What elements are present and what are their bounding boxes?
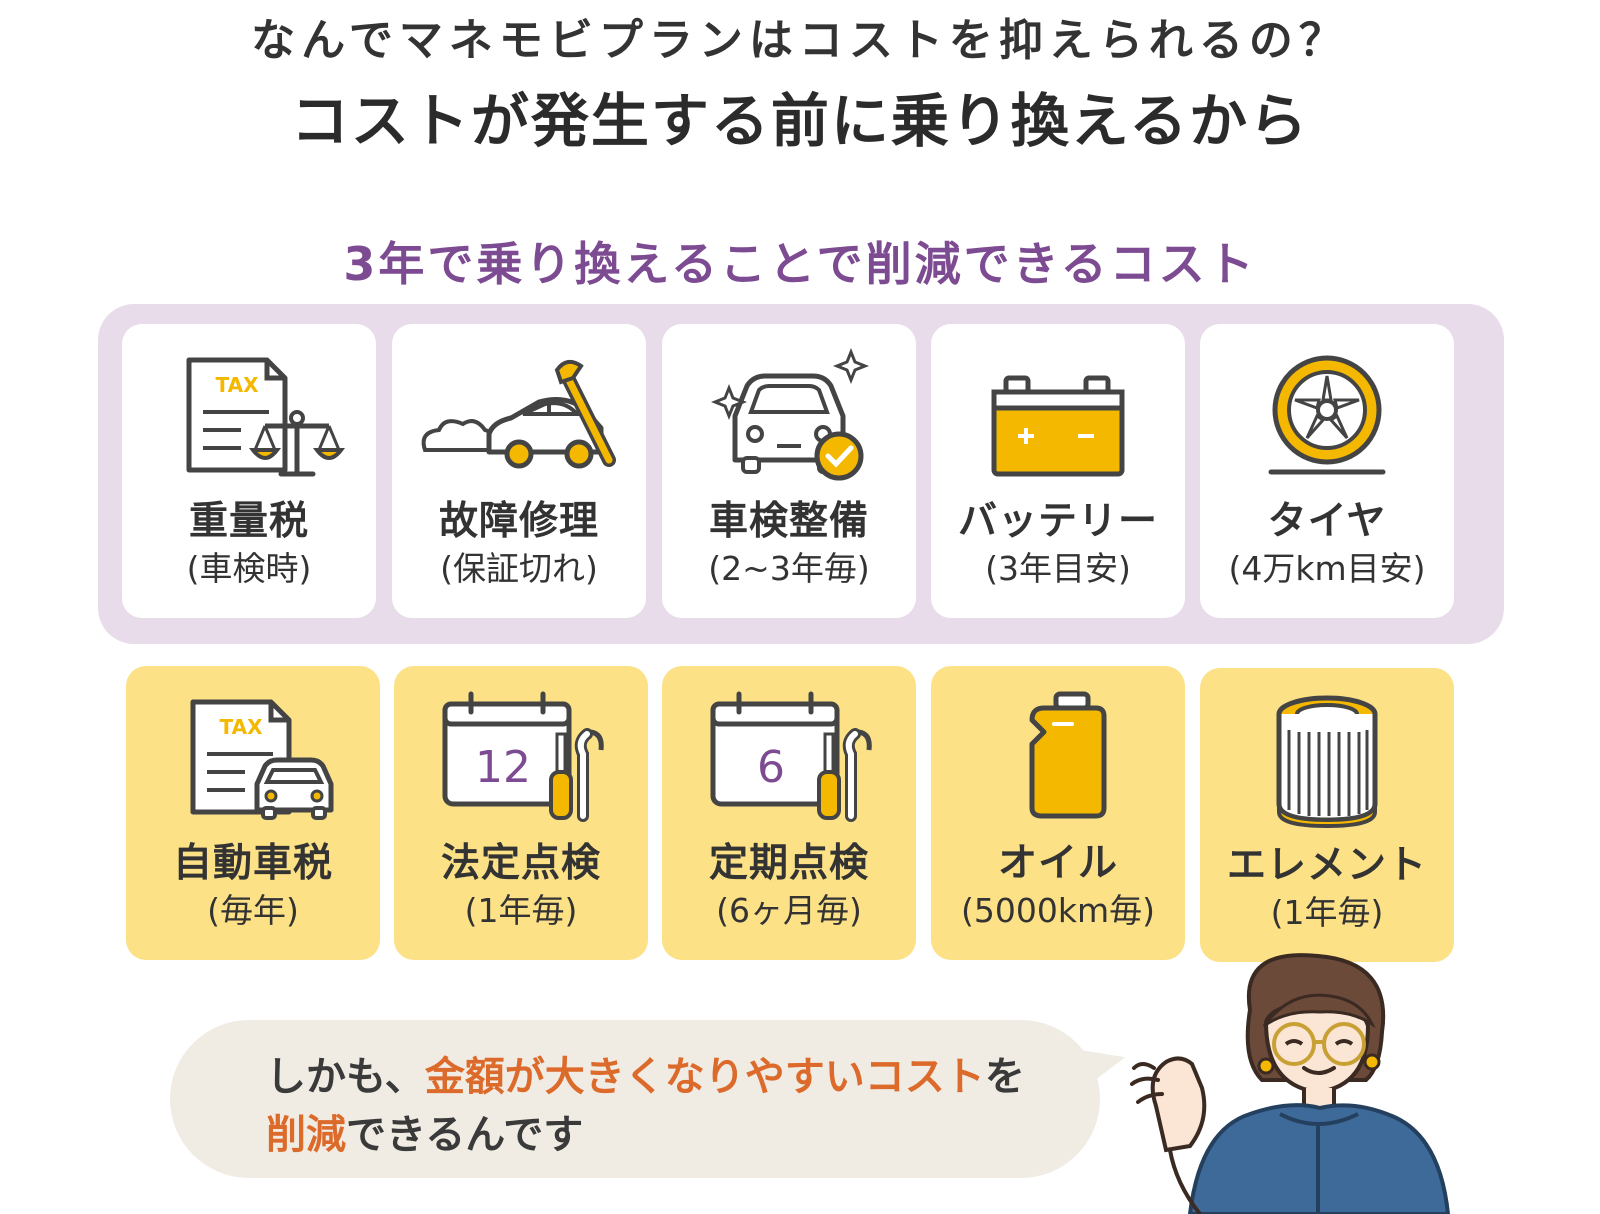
- cost-note: (2~3年毎): [708, 549, 870, 588]
- cost-card-weight-tax: TAX 重量税 (車検時): [122, 324, 376, 618]
- bubble-line2-suffix: できるんです: [346, 1112, 584, 1158]
- battery-icon: [991, 375, 1125, 477]
- cost-card-tire: タイヤ (4万km目安): [1200, 324, 1454, 618]
- bubble-line1-prefix: しかも、: [266, 1054, 425, 1100]
- cost-card-element: エレメント (1年毎): [1200, 668, 1454, 962]
- calendar-tools-icon: 6: [710, 691, 872, 822]
- bubble-highlight-cost: 金額が大きくなりやすいコスト: [424, 1054, 985, 1100]
- cost-note: (4万km目安): [1228, 549, 1426, 588]
- bubble-highlight-reduce: 削減: [266, 1112, 346, 1158]
- speech-bubble-text: しかも、金額が大きくなりやすいコストを 削減できるんです: [266, 1048, 1066, 1164]
- cost-note: (6ヶ月毎): [716, 891, 862, 930]
- cost-note: (車検時): [186, 549, 312, 588]
- cost-note: (5000km毎): [961, 891, 1155, 930]
- oil-can-icon: [1029, 691, 1107, 819]
- tax-document-car-icon: TAX: [190, 699, 334, 820]
- cost-name: エレメント: [1226, 843, 1427, 888]
- calendar-tools-icon: 12: [442, 691, 604, 822]
- oil-filter-element-icon: [1276, 695, 1378, 829]
- heading-question: なんでマネモビプランはコストを抑えられるの？: [251, 15, 1349, 66]
- cost-name: オイル: [997, 841, 1118, 886]
- broken-car-wrench-icon: [421, 359, 616, 469]
- cost-note: (1年毎): [464, 891, 578, 930]
- woman-with-glasses-illustration: [1130, 953, 1451, 1214]
- svg-text:12: 12: [475, 742, 531, 793]
- cost-card-repair: 故障修理 (保証切れ): [392, 324, 646, 618]
- cost-note: (3年目安): [985, 549, 1131, 588]
- cost-name: 法定点検: [440, 841, 601, 886]
- cost-name: 故障修理: [438, 499, 599, 544]
- svg-text:6: 6: [757, 742, 785, 793]
- cost-note: (保証切れ): [440, 549, 598, 588]
- cost-card-inspection-maintenance: 車検整備 (2~3年毎): [662, 324, 916, 618]
- cost-card-statutory-inspection: 12 法定点検 (1年毎): [394, 666, 648, 960]
- bubble-line1-suffix: を: [984, 1054, 1025, 1100]
- heading-answer: コストが発生する前に乗り換えるから: [290, 87, 1310, 155]
- svg-text:TAX: TAX: [220, 715, 264, 739]
- tax-document-scale-icon: TAX: [186, 357, 346, 477]
- section-title: 3年で乗り換えることで削減できるコスト: [343, 237, 1257, 291]
- cost-card-automobile-tax: TAX 自動車税 (毎年): [126, 666, 380, 960]
- cost-note: (毎年): [207, 891, 299, 930]
- cost-name: バッテリー: [957, 499, 1158, 544]
- cost-card-battery: バッテリー (3年目安): [931, 324, 1185, 618]
- cost-card-periodic-inspection: 6 定期点検 (6ヶ月毎): [662, 666, 916, 960]
- svg-text:TAX: TAX: [216, 373, 260, 397]
- cost-name: 車検整備: [708, 499, 869, 544]
- cost-name: タイヤ: [1267, 499, 1387, 544]
- cost-card-oil: オイル (5000km毎): [931, 666, 1185, 960]
- speech-bubble: [170, 1020, 1100, 1178]
- car-inspection-check-icon: [710, 347, 870, 481]
- tire-icon: [1268, 355, 1386, 475]
- cost-name: 定期点検: [708, 841, 869, 886]
- cost-note: (1年毎): [1270, 893, 1384, 932]
- cost-name: 重量税: [188, 499, 309, 544]
- cost-name: 自動車税: [172, 841, 333, 886]
